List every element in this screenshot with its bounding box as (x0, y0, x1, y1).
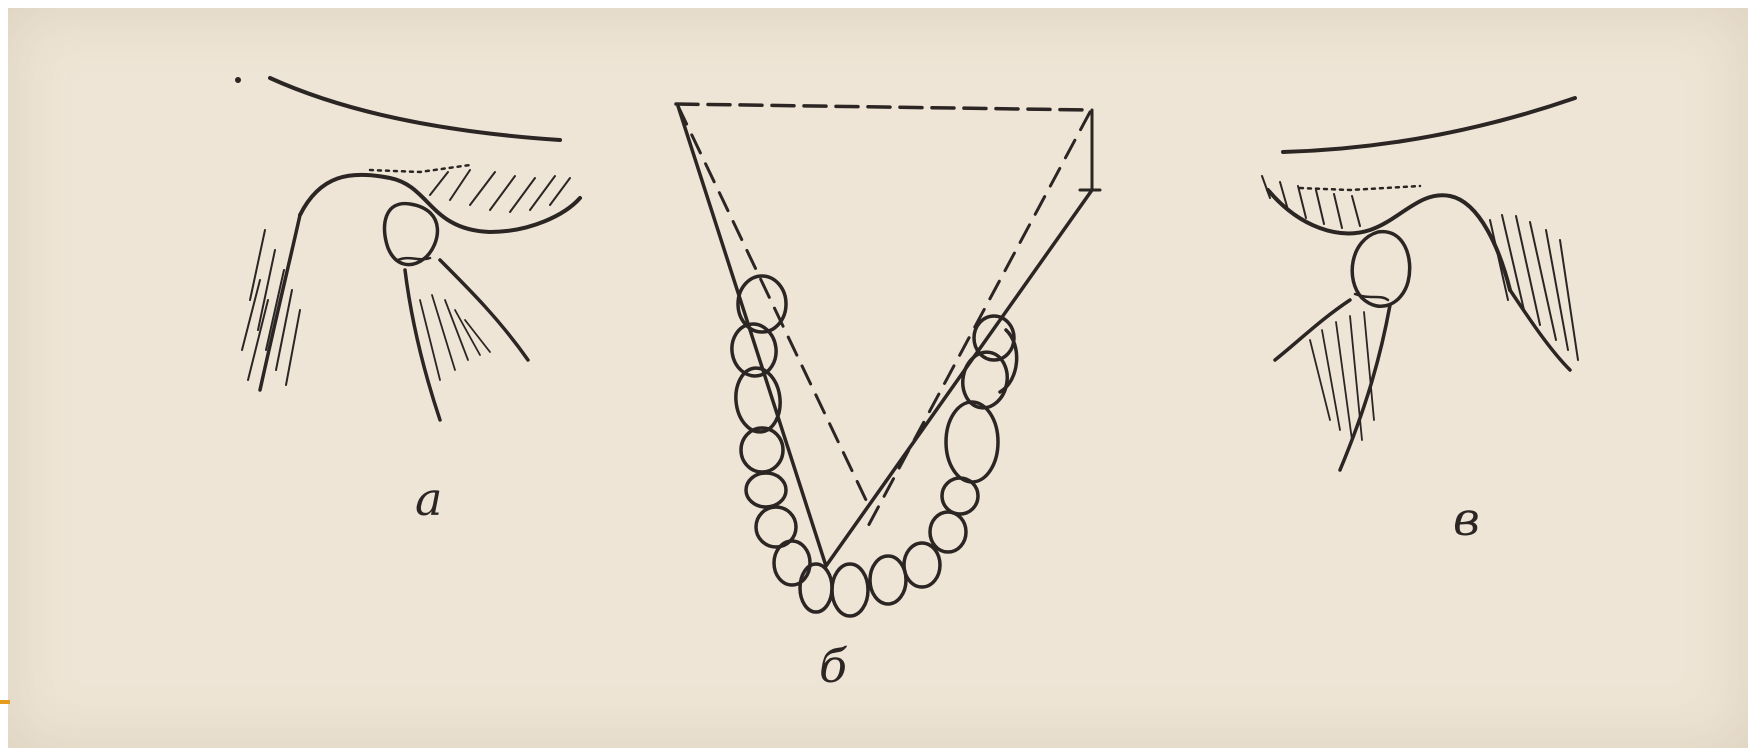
panel-b-dashed-top (676, 104, 1090, 110)
panel-a-condyle (384, 204, 437, 265)
panel-c-fossa (1268, 190, 1510, 290)
label-panel-a: а (415, 476, 442, 522)
panel-c-skull-contour (1283, 98, 1575, 152)
panel-a-left-joint (235, 77, 580, 420)
panel-c-right-joint (1262, 98, 1578, 470)
panel-a-dot (235, 77, 241, 83)
panel-a-skull-contour (270, 78, 560, 140)
label-panel-b: б (819, 643, 847, 689)
panel-b-solid-left-side (678, 106, 826, 566)
panel-b-dental-arch (676, 104, 1100, 616)
panel-b-solid-right-side (826, 190, 1092, 566)
panel-b-dashed-right-side (866, 112, 1090, 530)
panel-b-dashed-left-side (678, 106, 866, 500)
label-panel-c: в (1453, 496, 1480, 542)
